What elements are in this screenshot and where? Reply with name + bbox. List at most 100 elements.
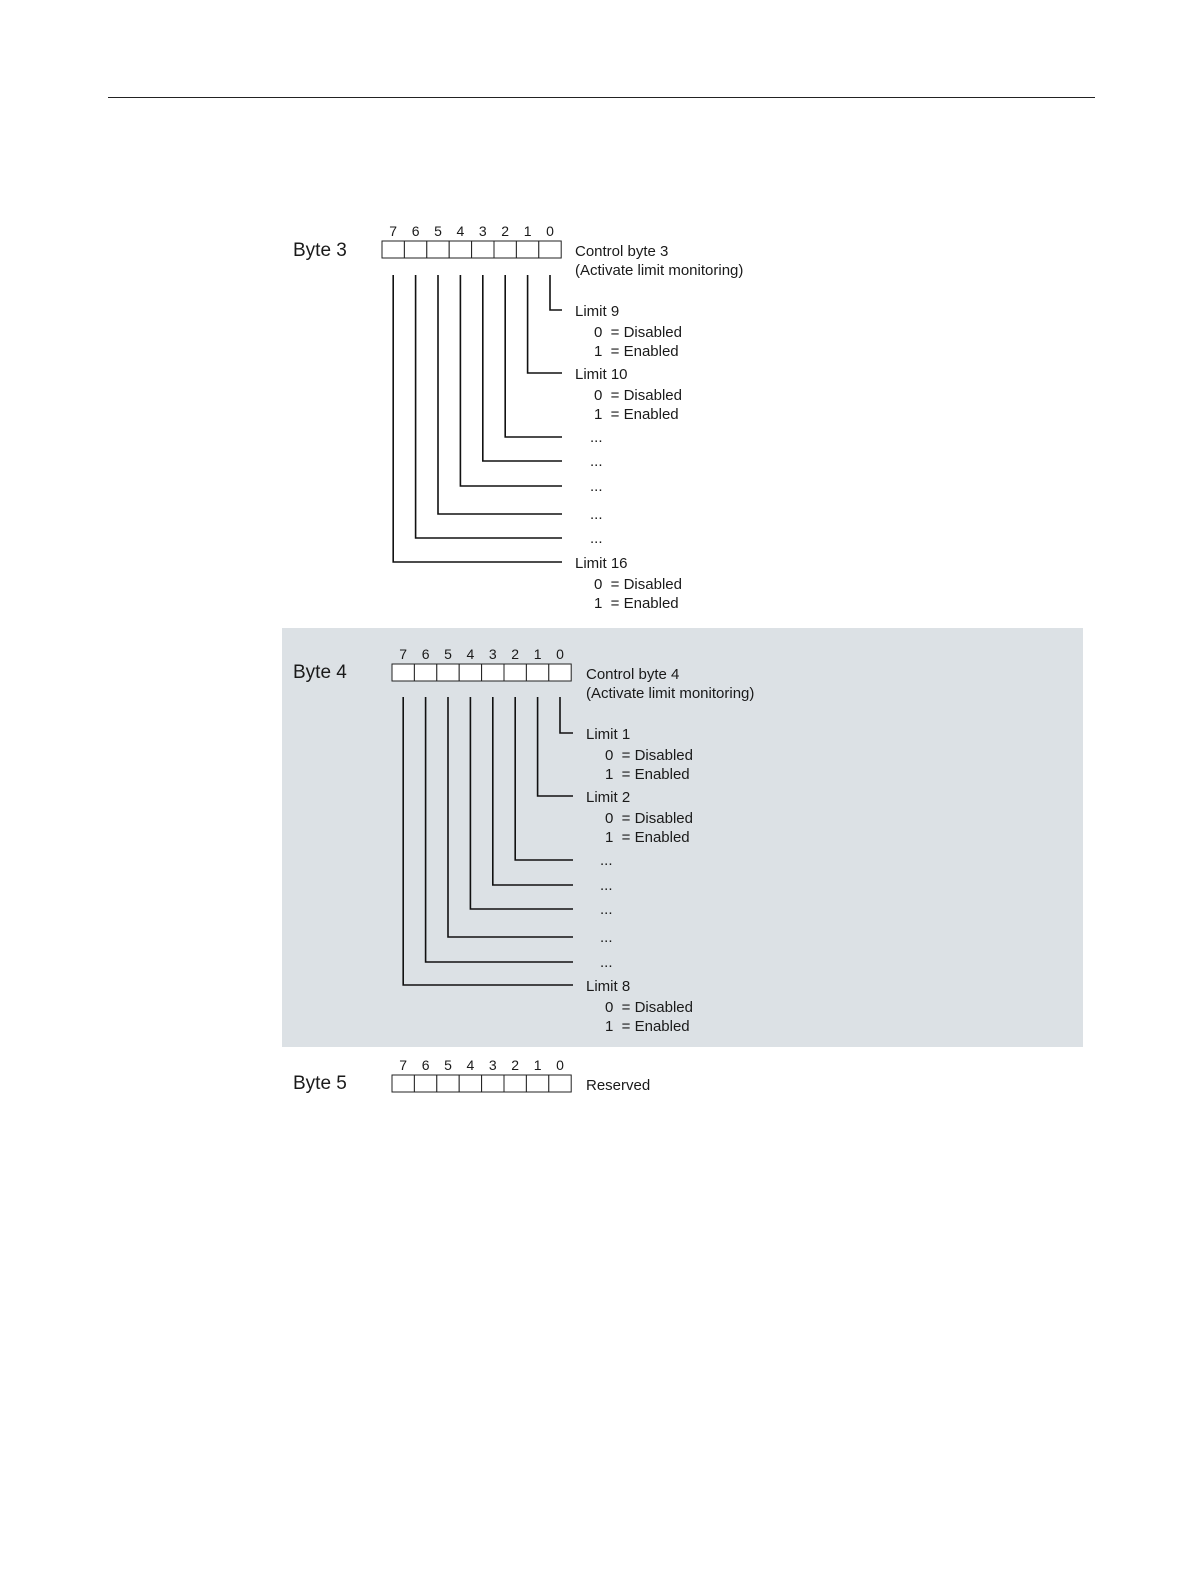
- byte-3-bit-4-connector: [459, 275, 562, 487]
- byte-3-bit-number: 6: [412, 223, 420, 239]
- byte-5-bit-number: 3: [489, 1057, 497, 1073]
- byte-4-bit-1-name: Limit 2: [586, 789, 630, 806]
- byte-4-bit-cell: [391, 663, 415, 682]
- byte-3-bit-7-state: 0 = Disabled: [594, 576, 682, 593]
- byte-3-bit-number: 1: [524, 223, 532, 239]
- byte-5-bit-cell: [436, 1074, 460, 1093]
- byte-3-bit-7-name: Limit 16: [575, 555, 628, 572]
- byte-4-bit-0-name: Limit 1: [586, 726, 630, 743]
- byte-3-bit-1-name: Limit 10: [575, 366, 628, 383]
- byte-3-title: Control byte 3: [575, 243, 668, 260]
- byte-4-bit-number: 2: [511, 646, 519, 662]
- byte-4-bit-cell: [548, 663, 572, 682]
- byte-4-bit-number: 6: [422, 646, 430, 662]
- byte-4-bit-7-name: Limit 8: [586, 978, 630, 995]
- byte-4-bit-number: 1: [534, 646, 542, 662]
- byte-5-label: Byte 5: [293, 1073, 347, 1094]
- byte-3-bit-1-state: 0 = Disabled: [594, 387, 682, 404]
- byte-4-bit-cell: [436, 663, 460, 682]
- byte-3-bit-number: 2: [501, 223, 509, 239]
- byte-5-bit-cell: [548, 1074, 572, 1093]
- byte-5-bit-number: 2: [511, 1057, 519, 1073]
- byte-3-subtitle: (Activate limit monitoring): [575, 262, 743, 279]
- byte-3-bit-1-state: 1 = Enabled: [594, 406, 679, 423]
- byte-4-bit-number: 3: [489, 646, 497, 662]
- page-header-rule: [108, 97, 1095, 98]
- byte-5-bit-cell: [503, 1074, 527, 1093]
- byte-5-bit-number: 6: [422, 1057, 430, 1073]
- byte-4-bit-5-ellipsis: ...: [600, 929, 613, 946]
- byte-5-bit-cell: [391, 1074, 415, 1093]
- byte-3-bit-cell: [515, 240, 540, 259]
- byte-3-bit-number: 5: [434, 223, 442, 239]
- byte-3-bit-2-connector: [504, 275, 562, 438]
- byte-3-bit-cell: [493, 240, 517, 259]
- byte-4-bit-cell: [458, 663, 483, 682]
- byte-5-bit-cell: [413, 1074, 438, 1093]
- byte-4-bit-4-ellipsis: ...: [600, 901, 613, 918]
- byte-3-bit-1-connector: [526, 275, 562, 374]
- byte-5-bit-number: 4: [467, 1057, 475, 1073]
- byte-3-bit-6-connector: [414, 275, 562, 539]
- byte-4-bit-cell: [481, 663, 505, 682]
- byte-3-bit-cell: [381, 240, 405, 259]
- byte-4-bit-1-connector: [536, 697, 573, 797]
- byte-3-bit-0-state: 1 = Enabled: [594, 343, 679, 360]
- byte-4-bit-1-state: 1 = Enabled: [605, 829, 690, 846]
- byte-4-bit-number: 7: [399, 646, 407, 662]
- byte-4-bit-number: 4: [467, 646, 475, 662]
- byte-4-subtitle: (Activate limit monitoring): [586, 685, 754, 702]
- byte-3-bit-5-connector: [437, 275, 562, 515]
- byte-4-label: Byte 4: [293, 662, 347, 683]
- byte-5-title: Reserved: [586, 1077, 650, 1094]
- byte-4-bit-cell: [503, 663, 527, 682]
- byte-4-bit-0-state: 1 = Enabled: [605, 766, 690, 783]
- byte-4-bit-1-state: 0 = Disabled: [605, 810, 693, 827]
- byte-3-bit-cell: [538, 240, 562, 259]
- byte-3-bit-0-name: Limit 9: [575, 303, 619, 320]
- byte-3-bit-3-ellipsis: ...: [590, 453, 603, 470]
- byte-3-bit-6-ellipsis: ...: [590, 530, 603, 547]
- byte-3-bit-cell: [448, 240, 473, 259]
- byte-5-bit-cell: [481, 1074, 505, 1093]
- byte-3-bit-cell: [426, 240, 450, 259]
- byte-4-bit-number: 0: [556, 646, 564, 662]
- byte-5-bit-number: 0: [556, 1057, 564, 1073]
- byte-3-bit-number: 0: [546, 223, 554, 239]
- byte-3-bit-number: 4: [457, 223, 465, 239]
- byte-5-bit-number: 7: [399, 1057, 407, 1073]
- byte-3-bit-number: 7: [389, 223, 397, 239]
- byte-4-bit-cell: [413, 663, 438, 682]
- byte-4-bit-0-connector: [559, 697, 573, 734]
- byte-4-bit-0-state: 0 = Disabled: [605, 747, 693, 764]
- byte-4-bit-7-state: 1 = Enabled: [605, 1018, 690, 1035]
- byte-5-bit-cell: [458, 1074, 483, 1093]
- byte-3-bit-5-ellipsis: ...: [590, 506, 603, 523]
- byte-3-bit-7-connector: [392, 275, 562, 563]
- byte-4-bit-2-ellipsis: ...: [600, 852, 613, 869]
- byte-4-title: Control byte 4: [586, 666, 679, 683]
- byte-5-bit-cell: [525, 1074, 550, 1093]
- byte-4-bit-number: 5: [444, 646, 452, 662]
- byte-3-bit-cell: [471, 240, 495, 259]
- byte-3-bit-0-state: 0 = Disabled: [594, 324, 682, 341]
- byte-5-bit-number: 5: [444, 1057, 452, 1073]
- byte-3-bit-4-ellipsis: ...: [590, 478, 603, 495]
- byte-5-bit-number: 1: [534, 1057, 542, 1073]
- byte-4-bit-7-connector: [402, 697, 573, 986]
- byte-4-bit-4-connector: [469, 697, 573, 910]
- byte-4-bit-3-ellipsis: ...: [600, 877, 613, 894]
- byte-3-bit-0-connector: [549, 275, 562, 311]
- byte-4-bit-6-connector: [424, 697, 573, 963]
- byte-3-bit-cell: [403, 240, 428, 259]
- byte-4-bit-cell: [525, 663, 550, 682]
- byte-4-bit-6-ellipsis: ...: [600, 954, 613, 971]
- byte-3-label: Byte 3: [293, 240, 347, 261]
- byte-4-bit-5-connector: [447, 697, 573, 938]
- byte-4-highlight-band: [282, 628, 1083, 1047]
- byte-3-bit-2-ellipsis: ...: [590, 429, 603, 446]
- byte-4-bit-2-connector: [514, 697, 573, 861]
- byte-3-bit-7-state: 1 = Enabled: [594, 595, 679, 612]
- byte-4-bit-7-state: 0 = Disabled: [605, 999, 693, 1016]
